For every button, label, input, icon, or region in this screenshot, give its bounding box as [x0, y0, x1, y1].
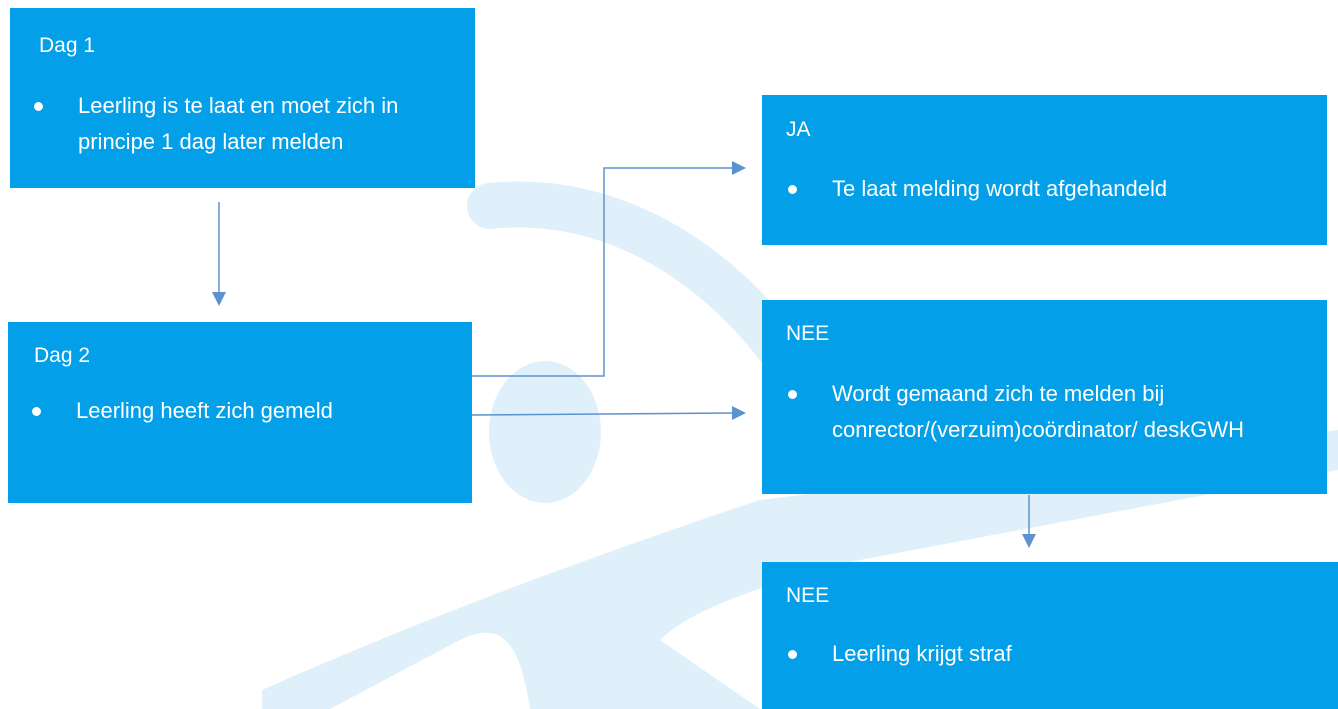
list-item: Leerling is te laat en moet zich in prin…: [34, 88, 454, 160]
list-item-text: Leerling heeft zich gemeld: [76, 398, 333, 423]
connector-dag2-to-ja: [471, 167, 732, 377]
list-item: Te laat melding wordt afgehandeld: [788, 171, 1308, 207]
bullet-list: Leerling is te laat en moet zich in prin…: [34, 88, 454, 160]
list-item: Wordt gemaand zich te melden bij conrect…: [788, 376, 1258, 448]
bullet-icon: [34, 102, 43, 111]
box-nee: NEE Wordt gemaand zich te melden bij con…: [762, 300, 1327, 494]
bullet-icon: [788, 650, 797, 659]
arrowhead-right: [732, 161, 746, 175]
box-title: Dag 1: [39, 34, 96, 57]
list-item: Leerling heeft zich gemeld: [32, 393, 452, 429]
box-dag-2: Dag 2 Leerling heeft zich gemeld: [8, 322, 472, 503]
connector-dag2-to-nee: [470, 412, 733, 416]
box-title: NEE: [786, 322, 830, 345]
list-item-text: Te laat melding wordt afgehandeld: [832, 176, 1168, 201]
bullet-list: Leerling heeft zich gemeld: [32, 393, 452, 429]
bullet-icon: [788, 185, 797, 194]
list-item-text: Wordt gemaand zich te melden bij conrect…: [832, 381, 1245, 442]
arrowhead-down: [1022, 534, 1036, 548]
bullet-list: Wordt gemaand zich te melden bij conrect…: [788, 376, 1258, 448]
bullet-list: Leerling krijgt straf: [788, 636, 1308, 672]
list-item-text: Leerling krijgt straf: [832, 641, 1012, 666]
bullet-list: Te laat melding wordt afgehandeld: [788, 171, 1308, 207]
list-item-text: Leerling is te laat en moet zich in prin…: [78, 93, 399, 154]
bullet-icon: [32, 407, 41, 416]
box-dag-1: Dag 1 Leerling is te laat en moet zich i…: [10, 8, 475, 188]
box-ja: JA Te laat melding wordt afgehandeld: [762, 95, 1327, 245]
list-item: Leerling krijgt straf: [788, 636, 1308, 672]
bullet-icon: [788, 390, 797, 399]
box-title: Dag 2: [34, 344, 91, 367]
box-title: NEE: [786, 584, 830, 607]
box-nee-straf: NEE Leerling krijgt straf: [762, 562, 1338, 709]
arrowhead-right: [732, 406, 746, 420]
arrowhead-down: [212, 292, 226, 306]
box-title: JA: [786, 118, 811, 141]
